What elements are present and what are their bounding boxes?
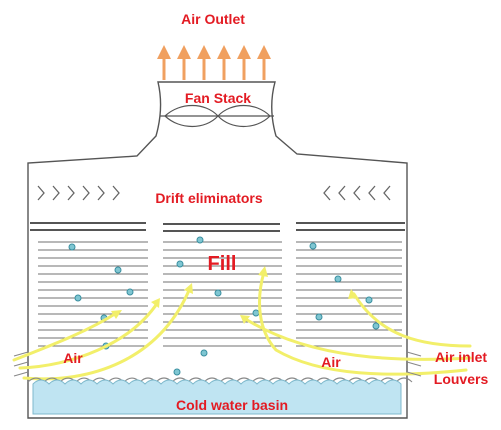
water-droplet bbox=[68, 243, 76, 251]
drift-eliminators-label: Drift eliminators bbox=[155, 190, 263, 206]
drift-eliminators-right bbox=[323, 185, 391, 201]
air-outlet-label: Air Outlet bbox=[181, 11, 245, 27]
fan-blades bbox=[160, 104, 274, 128]
water-droplet bbox=[252, 309, 260, 317]
outlet-arrow bbox=[157, 45, 171, 80]
water-droplet bbox=[365, 296, 373, 304]
distribution-bars bbox=[30, 222, 405, 232]
outlet-arrow bbox=[197, 45, 211, 80]
air-flow-path bbox=[258, 270, 468, 376]
outlet-arrow bbox=[217, 45, 231, 80]
fill-pack-left bbox=[38, 241, 148, 347]
air-label-left: Air bbox=[63, 350, 83, 366]
air-outlet-arrows bbox=[157, 45, 271, 80]
air-flow-arrowhead bbox=[240, 315, 250, 324]
air-flow-arrowhead bbox=[111, 310, 122, 319]
water-droplet bbox=[309, 242, 317, 250]
cold-water-basin-label: Cold water basin bbox=[176, 397, 288, 413]
water-droplet bbox=[176, 260, 184, 268]
water-droplet bbox=[196, 236, 204, 244]
water-droplet bbox=[114, 266, 122, 274]
air-flow-path bbox=[352, 292, 472, 348]
water-droplet bbox=[173, 368, 181, 376]
water-droplet bbox=[200, 349, 208, 357]
air-inlet-louvers-label-line2: Louvers bbox=[434, 371, 489, 387]
air-inlet-louvers-label-line1: Air inlet bbox=[435, 349, 487, 365]
fill-label: Fill bbox=[208, 253, 237, 275]
water-droplet bbox=[334, 275, 342, 283]
water-droplet bbox=[126, 288, 134, 296]
outlet-arrow bbox=[257, 45, 271, 80]
air-flow-arrowhead bbox=[258, 266, 268, 277]
outlet-arrow bbox=[237, 45, 251, 80]
water-droplet bbox=[372, 322, 380, 330]
water-droplet bbox=[74, 294, 82, 302]
air-flow-arrowhead bbox=[348, 289, 358, 299]
fan-stack-label: Fan Stack bbox=[185, 90, 251, 106]
air-flow-path bbox=[12, 310, 120, 362]
fill-pack-right bbox=[296, 241, 402, 347]
air-flow-path bbox=[242, 316, 472, 361]
drift-eliminators-left bbox=[37, 185, 120, 201]
water-droplet bbox=[315, 313, 323, 321]
air-flow-arrowhead bbox=[151, 298, 160, 308]
air-label-right: Air bbox=[321, 354, 341, 370]
air-flow-path bbox=[18, 300, 160, 370]
water-droplet bbox=[214, 289, 222, 297]
air-flow-arrows bbox=[12, 270, 472, 381]
outlet-arrow bbox=[177, 45, 191, 80]
tower-outline bbox=[27, 81, 408, 419]
cold-water-basin bbox=[32, 379, 402, 415]
air-flow-arrowheads bbox=[111, 266, 358, 324]
air-flow-arrowhead bbox=[184, 283, 193, 294]
